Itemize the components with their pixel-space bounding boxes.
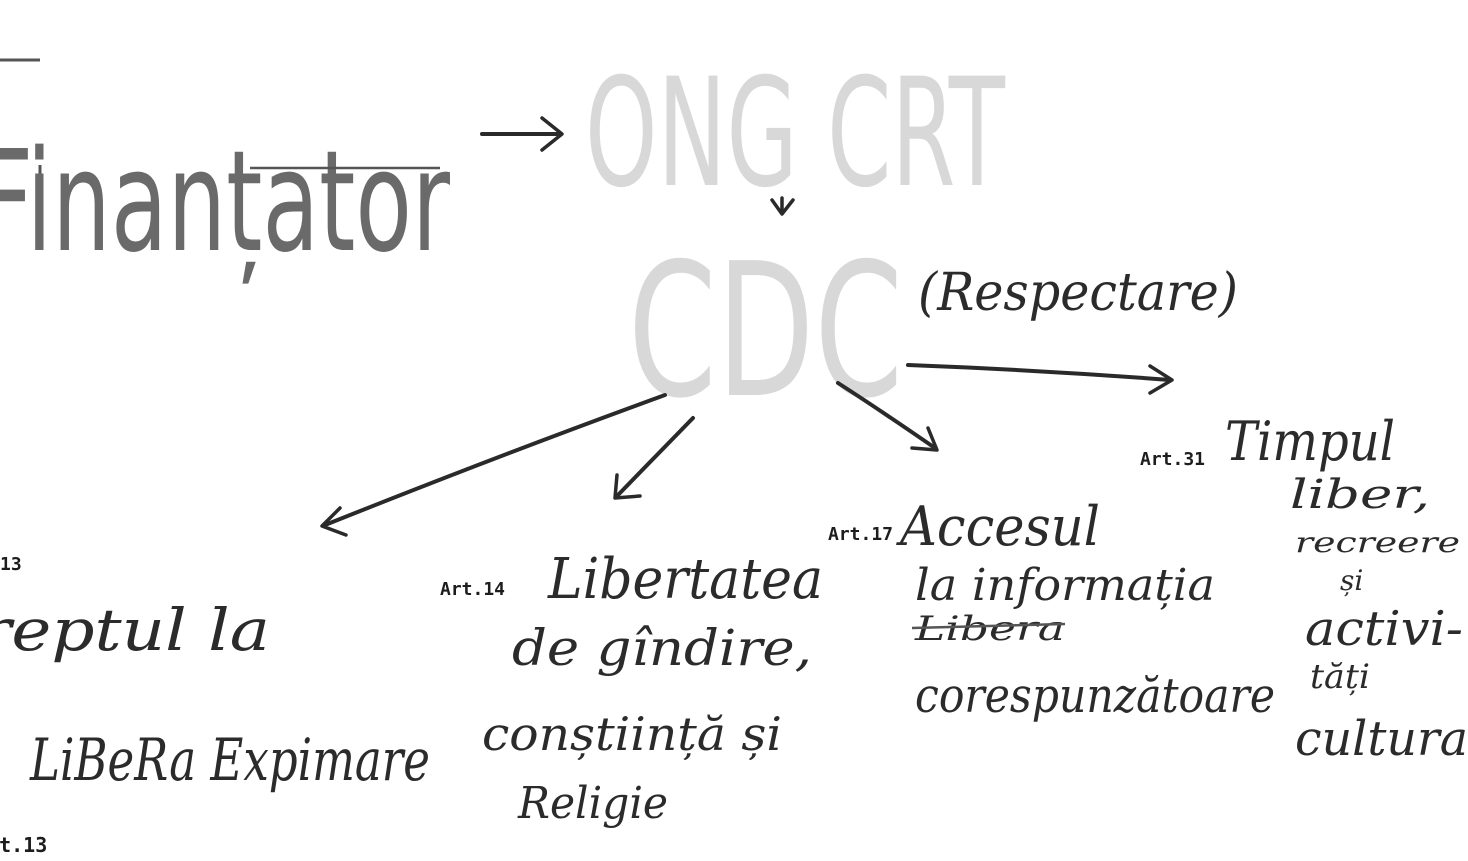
art31-line-2: liber, bbox=[1290, 472, 1430, 518]
funder-label: Finanțator bbox=[0, 121, 450, 284]
cdc-label: CDC bbox=[628, 223, 903, 439]
right-art14: Art.14 Libertatea de gîndire, conștiință… bbox=[440, 547, 823, 829]
art31-line-6: tăți bbox=[1310, 657, 1370, 697]
art31-line-1: Timpul bbox=[1225, 410, 1395, 473]
right-art17: Art.17 Accesul la informația Libera core… bbox=[828, 495, 1275, 724]
art31-line-5: activi- bbox=[1305, 601, 1463, 657]
art14-line-2: de gîndire, bbox=[512, 619, 812, 677]
arrow-cdc-to-art13 bbox=[320, 393, 667, 537]
art31-tag: Art.31 bbox=[1140, 449, 1205, 470]
art13-line-1: Dreptul la bbox=[0, 596, 270, 664]
art17-strikethrough bbox=[911, 622, 1066, 630]
art14-line-1: Libertatea bbox=[547, 547, 823, 612]
arrow-cdc-to-art17 bbox=[836, 381, 939, 452]
art31-line-7: cultura bbox=[1295, 711, 1468, 767]
ngo-label: ONG CRT bbox=[585, 47, 1006, 221]
art31-line-4: și bbox=[1340, 564, 1363, 597]
arrow-ngo-to-cdc bbox=[770, 196, 795, 216]
art17-line-1: Accesul bbox=[895, 495, 1100, 558]
art31-line-3: recreere bbox=[1295, 526, 1460, 559]
art14-tag: Art.14 bbox=[440, 579, 505, 600]
arrow-cdc-to-art31 bbox=[906, 363, 1174, 395]
art14-line-4: Religie bbox=[517, 778, 668, 829]
ngo-node: ONG CRT bbox=[585, 47, 1006, 221]
funder-node: Finanțator bbox=[0, 58, 450, 284]
art17-line-3: Libera bbox=[914, 609, 1065, 649]
arrow-funder-to-ngo bbox=[480, 116, 564, 152]
right-art13: 13 Dreptul la LiBeRa Expimare Art.13 bbox=[0, 554, 430, 857]
art17-line-4: corespunzătoare bbox=[915, 668, 1275, 724]
art17-line-2: la informația bbox=[915, 560, 1215, 611]
art14-line-3: conștiință și bbox=[482, 707, 782, 761]
art17-tag: Art.17 bbox=[828, 524, 893, 545]
cdc-node: CDC (Respectare) bbox=[628, 223, 1238, 439]
art13-line-2: LiBeRa Expimare bbox=[29, 726, 430, 794]
right-art31: Art.31 Timpul liber, recreere și activi-… bbox=[1140, 410, 1468, 767]
art13-tag-top: 13 bbox=[0, 554, 22, 575]
cdc-note: (Respectare) bbox=[918, 263, 1238, 323]
arrow-cdc-to-art14 bbox=[613, 416, 695, 500]
art13-tag: Art.13 bbox=[0, 833, 47, 857]
